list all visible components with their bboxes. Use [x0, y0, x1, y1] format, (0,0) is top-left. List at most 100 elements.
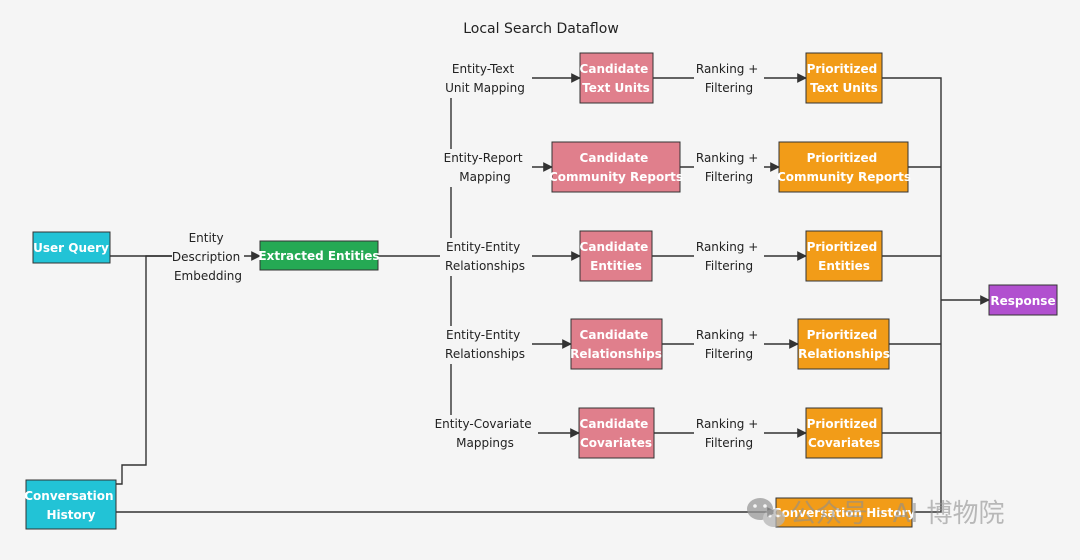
node-label: Response	[990, 294, 1055, 308]
edge-label-line: Ranking +	[696, 328, 758, 342]
node-box	[805, 230, 883, 282]
node-candidate-entities[interactable]: Candidate Entities	[579, 230, 653, 282]
edge-label-ranking-filtering-text-units: Ranking + Filtering	[696, 62, 762, 95]
node-conversation-history[interactable]: Conversation History	[24, 479, 118, 530]
watermark: 公众号 · AI 博物院	[747, 498, 1005, 529]
edge-label-ranking-filtering-covariates: Ranking + Filtering	[696, 417, 762, 450]
node-label: Prioritized Text Units	[807, 62, 882, 95]
diagram-title: Local Search Dataflow	[463, 21, 619, 37]
label-bg	[440, 238, 532, 276]
edge-label-line: Filtering	[705, 170, 753, 184]
wechat-icon	[747, 498, 785, 527]
node-box	[551, 141, 681, 193]
node-label: Extracted Entities	[258, 249, 379, 263]
edge-labels: Entity Description Embedding Entity-Text…	[172, 60, 764, 453]
edge-label-line: Filtering	[705, 81, 753, 95]
edge-label-entity-description-embedding: Entity Description Embedding	[172, 231, 244, 283]
node-prioritized-covariates[interactable]: Prioritized Covariates	[805, 407, 883, 459]
node-extracted-entities[interactable]: Extracted Entities	[258, 240, 380, 271]
node-conversation-history-output[interactable]: Conversation History	[773, 497, 916, 528]
node-label: Prioritized Relationships	[798, 328, 890, 361]
node-candidate-covariates[interactable]: Candidate Covariates	[578, 407, 655, 459]
edge-label-entity-entity-relationships-1: Entity-Entity Relationships	[445, 240, 525, 273]
node-label: Conversation History	[773, 506, 916, 520]
node-label: Conversation History	[24, 489, 118, 522]
label-bg	[172, 228, 244, 284]
edge-label-line: Ranking +	[696, 417, 758, 431]
edge-history-extracted	[116, 255, 174, 485]
edge-label-entity-covariate-mappings: Entity-Covariate Mappings	[435, 417, 536, 450]
label-bg	[694, 60, 764, 98]
edge-out-history	[912, 300, 942, 513]
edge-label-line: Relationships	[445, 259, 525, 273]
node-box	[797, 318, 890, 370]
node-label-line: Candidate	[580, 417, 649, 431]
node-label-line: Text Units	[582, 81, 650, 95]
node-label-line: Prioritized	[807, 240, 878, 254]
node-label: Candidate Relationships	[570, 328, 662, 361]
edge-out-text-units	[882, 77, 942, 300]
node-label-line: Prioritized	[807, 417, 878, 431]
edge-label-line: Embedding	[174, 269, 242, 283]
node-box	[579, 52, 654, 104]
label-bg	[434, 415, 538, 453]
label-bg	[440, 60, 532, 98]
node-label-line: Community Reports	[549, 170, 683, 184]
node-box	[988, 284, 1058, 316]
label-bg	[694, 415, 764, 453]
node-label: Prioritized Entities	[807, 240, 882, 273]
edge-label-line: Filtering	[705, 347, 753, 361]
node-label-line: Community Reports	[777, 170, 911, 184]
edge-label-line: Entity-Entity	[446, 240, 520, 254]
node-label-line: Covariates	[808, 436, 880, 450]
node-label-line: Prioritized	[807, 62, 878, 76]
node-label-line: Text Units	[810, 81, 878, 95]
node-box	[570, 318, 663, 370]
node-label-line: History	[46, 508, 95, 522]
node-label-line: Candidate	[580, 62, 649, 76]
edge-label-line: Ranking +	[696, 151, 758, 165]
node-label-line: Candidate	[580, 240, 649, 254]
node-label-line: Candidate	[580, 328, 649, 342]
edge-label-line: Entity	[189, 231, 224, 245]
node-box	[775, 497, 913, 528]
node-label: Candidate Covariates	[580, 417, 653, 450]
edge-label-line: Ranking +	[696, 62, 758, 76]
node-label-line: Prioritized	[807, 151, 878, 165]
node-label-line: Relationships	[798, 347, 890, 361]
node-label-line: Prioritized	[807, 328, 878, 342]
node-box	[805, 407, 883, 459]
node-prioritized-community-reports[interactable]: Prioritized Community Reports	[777, 141, 911, 193]
node-prioritized-text-units[interactable]: Prioritized Text Units	[805, 52, 883, 104]
edge-label-line: Entity-Entity	[446, 328, 520, 342]
watermark-text: 公众号 · AI 博物院	[790, 499, 1005, 529]
label-bg	[694, 149, 764, 187]
edge-label-line: Relationships	[445, 347, 525, 361]
edge-label-line: Mapping	[459, 170, 511, 184]
edge-label-line: Description	[172, 250, 240, 264]
edge-label-ranking-filtering-entities: Ranking + Filtering	[696, 240, 762, 273]
label-bg	[440, 326, 532, 364]
node-label: Candidate Community Reports	[549, 151, 683, 184]
node-label-line: Covariates	[580, 436, 652, 450]
node-candidate-community-reports[interactable]: Candidate Community Reports	[549, 141, 683, 193]
nodes: User Query Conversation History Extracte…	[24, 52, 1058, 530]
edge-label-line: Entity-Covariate	[435, 417, 532, 431]
node-response[interactable]: Response	[988, 284, 1058, 316]
edge-label-line: Mappings	[456, 436, 514, 450]
node-box	[579, 230, 653, 282]
node-label: Prioritized Community Reports	[777, 151, 911, 184]
edge-label-line: Entity-Report	[444, 151, 523, 165]
node-prioritized-entities[interactable]: Prioritized Entities	[805, 230, 883, 282]
node-user-query[interactable]: User Query	[32, 231, 111, 264]
node-candidate-relationships[interactable]: Candidate Relationships	[570, 318, 663, 370]
node-prioritized-relationships[interactable]: Prioritized Relationships	[797, 318, 890, 370]
edge-label-line: Filtering	[705, 259, 753, 273]
node-candidate-text-units[interactable]: Candidate Text Units	[579, 52, 654, 104]
edge-label-line: Ranking +	[696, 240, 758, 254]
edge-label-line: Entity-Text	[452, 62, 515, 76]
edge-label-entity-entity-relationships-2: Entity-Entity Relationships	[445, 328, 525, 361]
node-label: Candidate Text Units	[580, 62, 653, 95]
